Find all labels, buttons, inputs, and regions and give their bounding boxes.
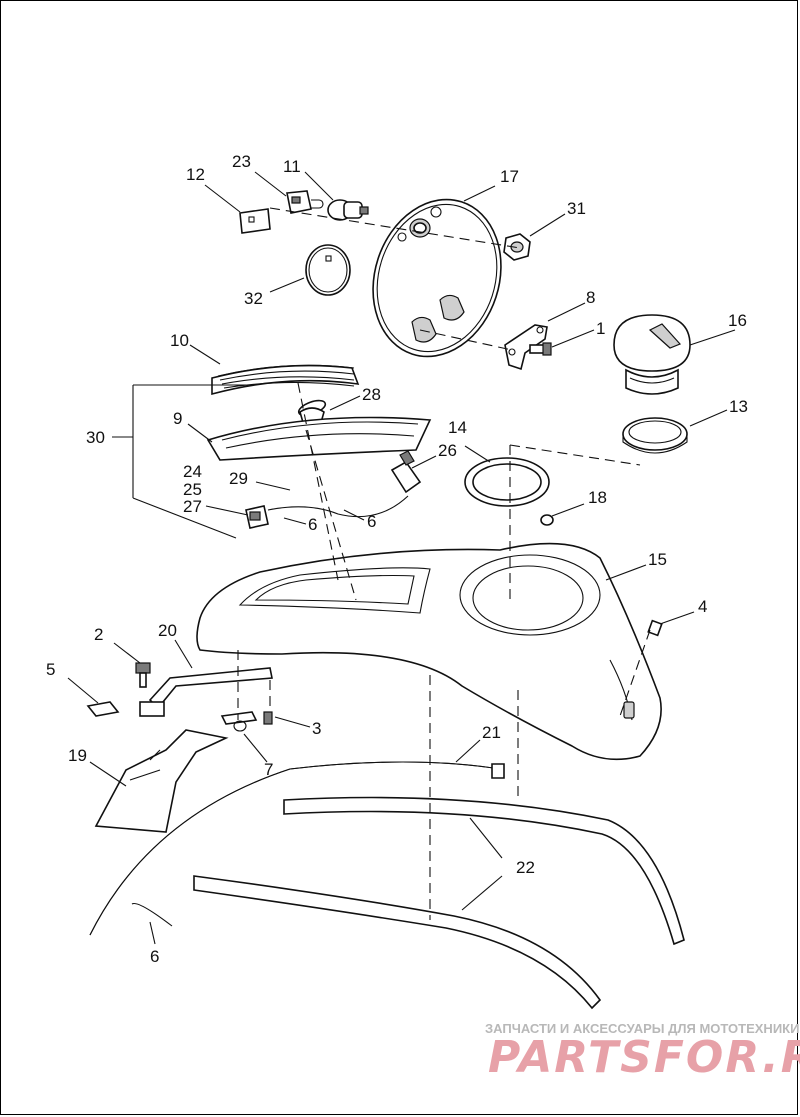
callout-7: 7 xyxy=(264,760,273,779)
callout-6-cotter: 6 xyxy=(150,947,159,966)
callout-15: 15 xyxy=(648,550,667,569)
callout-5: 5 xyxy=(46,660,55,679)
assembly-lines xyxy=(237,207,651,920)
callout-21: 21 xyxy=(482,723,501,742)
callout-25: 25 xyxy=(183,480,202,499)
part-gasket-32 xyxy=(305,244,351,296)
callout-3: 3 xyxy=(312,719,321,738)
callout-labels: 1 2 3 4 5 6 6 6 7 8 9 10 11 12 13 14 15 … xyxy=(46,152,748,966)
part-hose-21 xyxy=(89,761,505,936)
callout-27: 27 xyxy=(183,497,202,516)
callout-6-harness-right: 6 xyxy=(367,512,376,531)
part-clip-7 xyxy=(220,711,258,732)
callout-17: 17 xyxy=(500,167,519,186)
part-console-15 xyxy=(196,542,662,761)
callout-1: 1 xyxy=(596,319,605,338)
part-nut-31 xyxy=(503,233,531,261)
part-plug-11 xyxy=(327,199,369,221)
callout-13: 13 xyxy=(729,397,748,416)
callout-32: 32 xyxy=(244,289,263,308)
part-gasket-14 xyxy=(464,457,550,507)
callout-22: 22 xyxy=(516,858,535,877)
part-harness-29 xyxy=(245,450,422,529)
part-fuel-cap-16 xyxy=(613,314,691,395)
part-cotter-pin-6 xyxy=(131,902,173,927)
callout-23: 23 xyxy=(232,152,251,171)
callout-19: 19 xyxy=(68,746,87,765)
callout-2: 2 xyxy=(94,625,103,644)
part-housing-9 xyxy=(206,416,432,461)
part-screw-3 xyxy=(263,711,273,725)
callout-9: 9 xyxy=(173,409,182,428)
callout-16: 16 xyxy=(728,311,747,330)
part-screw-4 xyxy=(647,619,663,637)
part-nut-5 xyxy=(86,701,120,717)
leader-lines xyxy=(67,171,736,945)
callout-26: 26 xyxy=(438,441,457,460)
callout-10: 10 xyxy=(170,331,189,350)
callout-24: 24 xyxy=(183,462,202,481)
callout-30: 30 xyxy=(86,428,105,447)
part-seal-13 xyxy=(622,417,688,454)
callout-31: 31 xyxy=(567,199,586,218)
watermark-tagline: ЗАПЧАСТИ И АКСЕССУАРЫ ДЛЯ МОТОТЕХНИКИ xyxy=(485,1021,799,1036)
part-deflector-19 xyxy=(94,729,229,833)
callout-8: 8 xyxy=(586,288,595,307)
callout-20: 20 xyxy=(158,621,177,640)
part-trim-22 xyxy=(193,796,685,1010)
part-label-12 xyxy=(239,208,271,234)
part-grommet-18 xyxy=(540,514,554,526)
part-screw-1 xyxy=(529,342,552,356)
part-socket-23 xyxy=(286,190,324,214)
part-bolt-2 xyxy=(135,662,151,688)
callout-29: 29 xyxy=(229,469,248,488)
callout-14: 14 xyxy=(448,418,467,437)
callout-18: 18 xyxy=(588,488,607,507)
watermark: ЗАПЧАСТИ И АКСЕССУАРЫ ДЛЯ МОТОТЕХНИКИ PA… xyxy=(485,1021,800,1083)
callout-4: 4 xyxy=(698,597,707,616)
callout-6-harness-left: 6 xyxy=(308,515,317,534)
part-bracket-20 xyxy=(139,667,273,717)
callout-12: 12 xyxy=(186,165,205,184)
watermark-brand: PARTSFOR.RU xyxy=(488,1032,800,1083)
part-grille-10 xyxy=(211,364,360,396)
part-gauge-plate xyxy=(372,198,502,358)
callout-11: 11 xyxy=(283,157,301,176)
callout-28: 28 xyxy=(362,385,381,404)
